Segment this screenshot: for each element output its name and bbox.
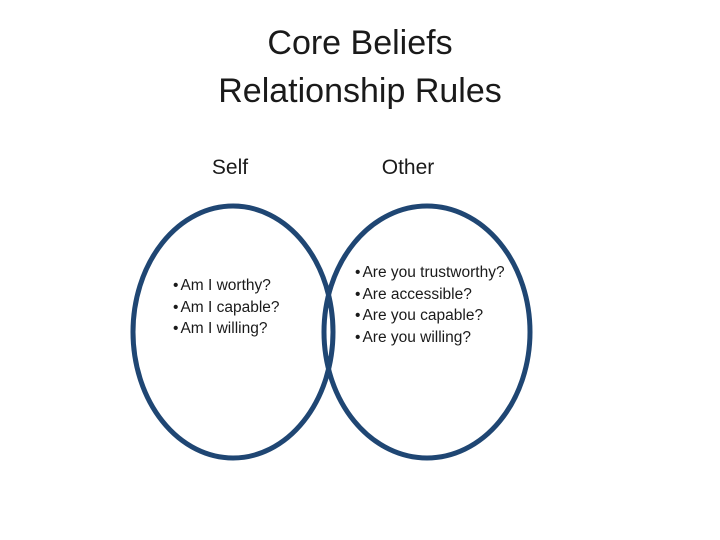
title-line-1: Core Beliefs (267, 24, 453, 62)
other-question-item: Are you trustworthy? (355, 262, 504, 284)
other-questions-list: Are you trustworthy? Are accessible? Are… (355, 262, 505, 349)
other-circle (321, 203, 533, 461)
other-question-item: Are accessible? (355, 284, 505, 306)
self-label: Self (211, 156, 249, 179)
other-question-item: Are you willing? (355, 327, 505, 349)
title-line-2: Relationship Rules (218, 72, 502, 110)
self-circle (130, 203, 336, 461)
other-label: Other (381, 156, 435, 179)
self-question-item: Am I capable? (173, 297, 279, 319)
self-question-item: Am I worthy? (173, 275, 280, 297)
self-question-item: Am I willing? (173, 318, 280, 340)
other-question-item: Are you capable? (355, 305, 505, 327)
self-questions-list: Am I worthy? Am I capable? Am I willing? (173, 275, 280, 340)
